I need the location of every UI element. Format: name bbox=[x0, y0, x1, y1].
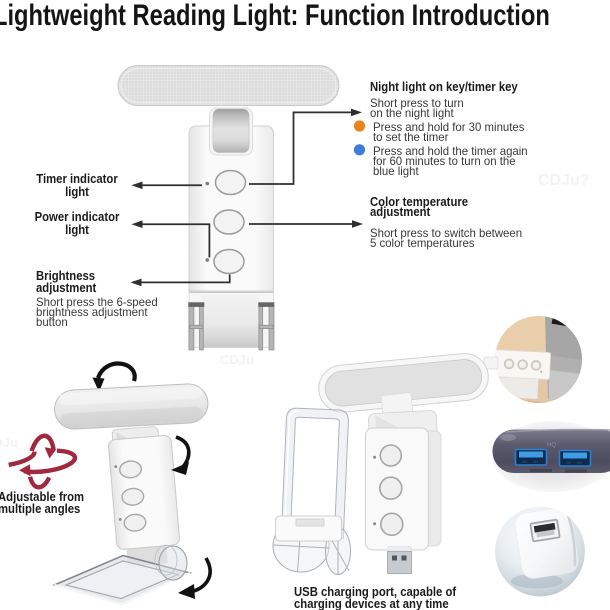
svg-text:CDJu?: CDJu? bbox=[538, 172, 590, 189]
svg-text:HQ: HQ bbox=[547, 443, 556, 449]
svg-text:CDJu: CDJu bbox=[220, 352, 254, 367]
svg-text:CDJu: CDJu bbox=[0, 435, 18, 450]
